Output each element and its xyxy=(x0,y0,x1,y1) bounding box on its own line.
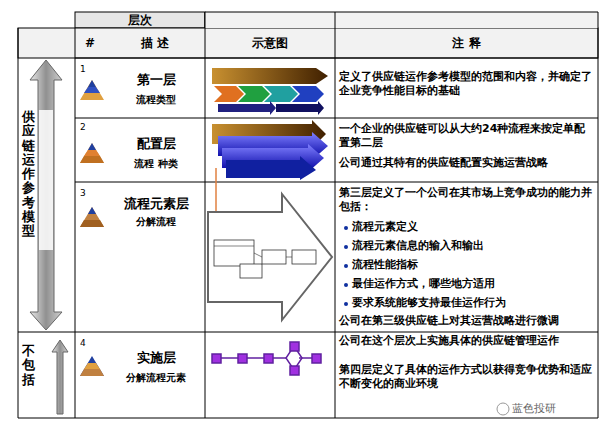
level-name: 配置层 xyxy=(108,136,204,152)
level-number: 3 xyxy=(80,188,100,199)
header-cell: # xyxy=(75,36,105,51)
note-text: 第三层定义了一个公司在其市场上竞争成功的能力并包括： xyxy=(339,186,595,214)
level-name: 流程元素层 xyxy=(108,196,204,212)
note-text: 公司在第三级供应链上对其运营战略进行微调 xyxy=(339,314,597,328)
bullet-text: 要求系统能够支持最佳运作行为 xyxy=(352,296,595,309)
header-cell: 示意图 xyxy=(205,36,335,51)
note-text: 定义了供应链运作参考模型的范围和内容，并确定了企业竞争性能目标的基础 xyxy=(339,70,595,98)
note-text: 第四层定义了具体的运作方式以获得竞争优势和适应不断变化的商业环境 xyxy=(339,363,595,391)
header-cell: 注 释 xyxy=(335,36,598,51)
side-label: 供应链运作参考模型 xyxy=(22,110,35,239)
watermark: 蓝色投研 xyxy=(512,402,592,416)
level-name: 第一层 xyxy=(108,72,204,88)
level-number: 1 xyxy=(80,64,100,75)
note-text: 一个企业的供应链可以从大约24种流程来按定单配置第二层 xyxy=(339,122,595,150)
note-text: 公司在这个层次上实施具体的供应链管理运作 xyxy=(339,334,595,348)
side-label: 不包括 xyxy=(22,344,35,387)
bullet-text: 最佳运作方式，哪些地方适用 xyxy=(352,277,595,290)
bullet-text: 流程元素信息的输入和输出 xyxy=(352,239,595,252)
header-cell: 描 述 xyxy=(105,36,205,51)
note-text: 公司通过其特有的供应链配置实施运营战略 xyxy=(339,156,595,170)
level-name: 实施层 xyxy=(108,350,204,366)
level-number: 4 xyxy=(80,338,100,349)
header-cell: 层次 xyxy=(75,13,205,28)
level-desc: 分解流程 xyxy=(108,216,204,229)
level-number: 2 xyxy=(80,122,100,133)
bullet-text: 流程元素定义 xyxy=(352,220,595,233)
bullet-text: 流程性能指标 xyxy=(352,258,595,271)
level-desc: 流程 种类 xyxy=(108,158,204,171)
level-desc: 分解流程元素 xyxy=(108,372,204,385)
level-desc: 流程类型 xyxy=(108,94,204,107)
